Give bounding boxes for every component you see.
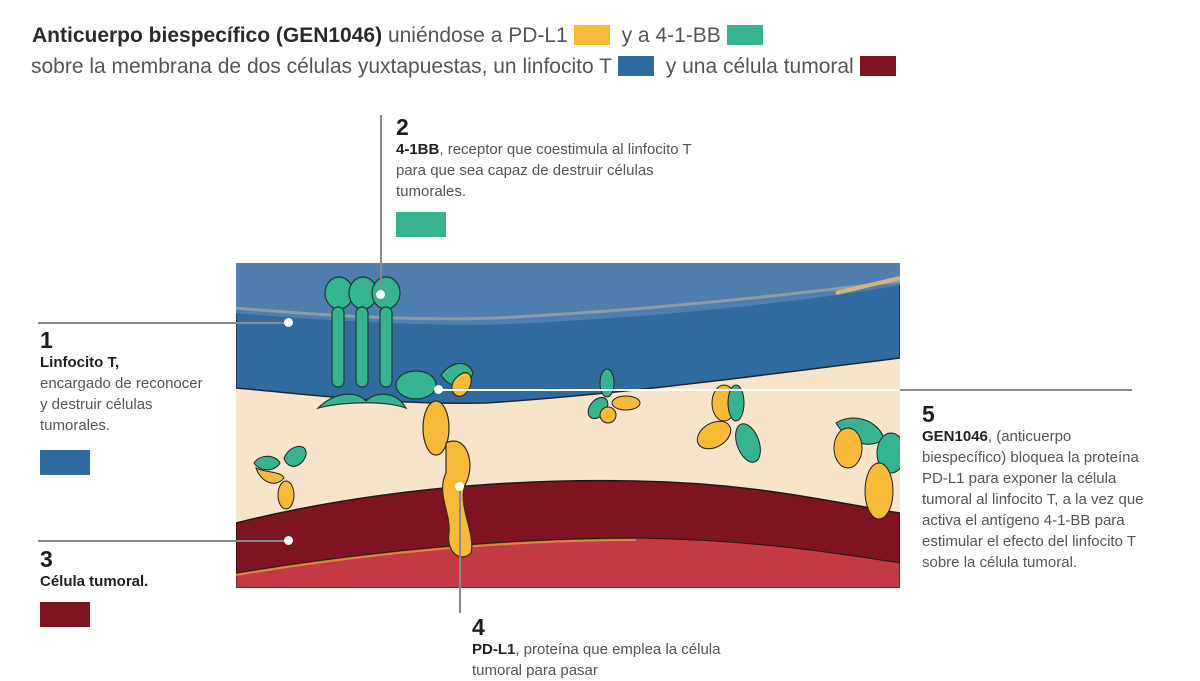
membrane-illustration bbox=[236, 263, 900, 588]
callout-text: encargado de reconocer y destruir célula… bbox=[40, 375, 203, 434]
callout-tumoral: 3 Célula tumoral. bbox=[40, 547, 240, 627]
callout-number: 1 bbox=[40, 327, 53, 353]
header-and-4-1bb: y a 4-1-BB bbox=[621, 24, 721, 47]
marker-dot-2 bbox=[376, 290, 385, 299]
callout-title: Célula tumoral. bbox=[40, 573, 149, 590]
callout-title: 4-1BB bbox=[396, 141, 440, 158]
leader-line-1 bbox=[38, 322, 286, 324]
leader-line-3 bbox=[38, 540, 286, 542]
callout-text: , (anticuerpo biespecífico) bloquea la p… bbox=[922, 428, 1144, 571]
marker-dot-1 bbox=[284, 318, 293, 327]
linfocito-swatch-icon bbox=[617, 56, 654, 76]
header-line2-text: sobre la membrana de dos células yuxtapu… bbox=[31, 55, 612, 78]
leader-line-4 bbox=[459, 488, 461, 613]
callout-number: 4 bbox=[472, 614, 485, 640]
callout-gen1046: 5 GEN1046, (anticuerpo biespecífico) blo… bbox=[922, 402, 1157, 573]
leader-line-2 bbox=[380, 115, 382, 295]
header-line-2: sobre la membrana de dos células yuxtapu… bbox=[31, 51, 902, 82]
callout-number: 2 bbox=[396, 114, 409, 140]
leader-line-5 bbox=[900, 389, 1132, 391]
callout-title: Linfocito T, bbox=[40, 354, 120, 371]
linfocito-swatch bbox=[40, 450, 90, 475]
callout-linfocito: 1 Linfocito T, encargado de reconocer y … bbox=[40, 328, 210, 475]
header-title-rest: uniéndose a PD-L1 bbox=[387, 24, 568, 47]
header-line-1: Anticuerpo biespecífico (GEN1046) uniénd… bbox=[32, 20, 902, 51]
marker-dot-3 bbox=[284, 536, 293, 545]
marker-dot-5 bbox=[434, 385, 443, 394]
header-and-tumor: y una célula tumoral bbox=[665, 55, 854, 78]
callout-number: 5 bbox=[922, 401, 935, 427]
tumoral-swatch-icon bbox=[859, 56, 896, 76]
callout-pdl1: 4 PD-L1, proteína que emplea la célula t… bbox=[472, 615, 752, 681]
leader-line-5-inner bbox=[440, 389, 900, 391]
diagram-header: Anticuerpo biespecífico (GEN1046) uniénd… bbox=[31, 20, 902, 82]
cell-membranes-svg bbox=[236, 263, 900, 588]
tumoral-swatch bbox=[40, 602, 90, 627]
callout-4-1bb: 2 4-1BB, receptor que coestimula al linf… bbox=[396, 115, 696, 237]
callout-title: PD-L1 bbox=[472, 641, 516, 658]
callout-text: , receptor que coestimula al linfocito T… bbox=[396, 141, 692, 200]
callout-number: 3 bbox=[40, 546, 53, 572]
bb41-swatch bbox=[396, 212, 446, 237]
callout-title: GEN1046 bbox=[922, 428, 988, 445]
pdl1-swatch-icon bbox=[573, 25, 610, 45]
bb41-swatch-icon bbox=[726, 25, 763, 45]
header-title-bold: Anticuerpo biespecífico (GEN1046) bbox=[32, 24, 383, 47]
marker-dot-4 bbox=[455, 482, 464, 491]
